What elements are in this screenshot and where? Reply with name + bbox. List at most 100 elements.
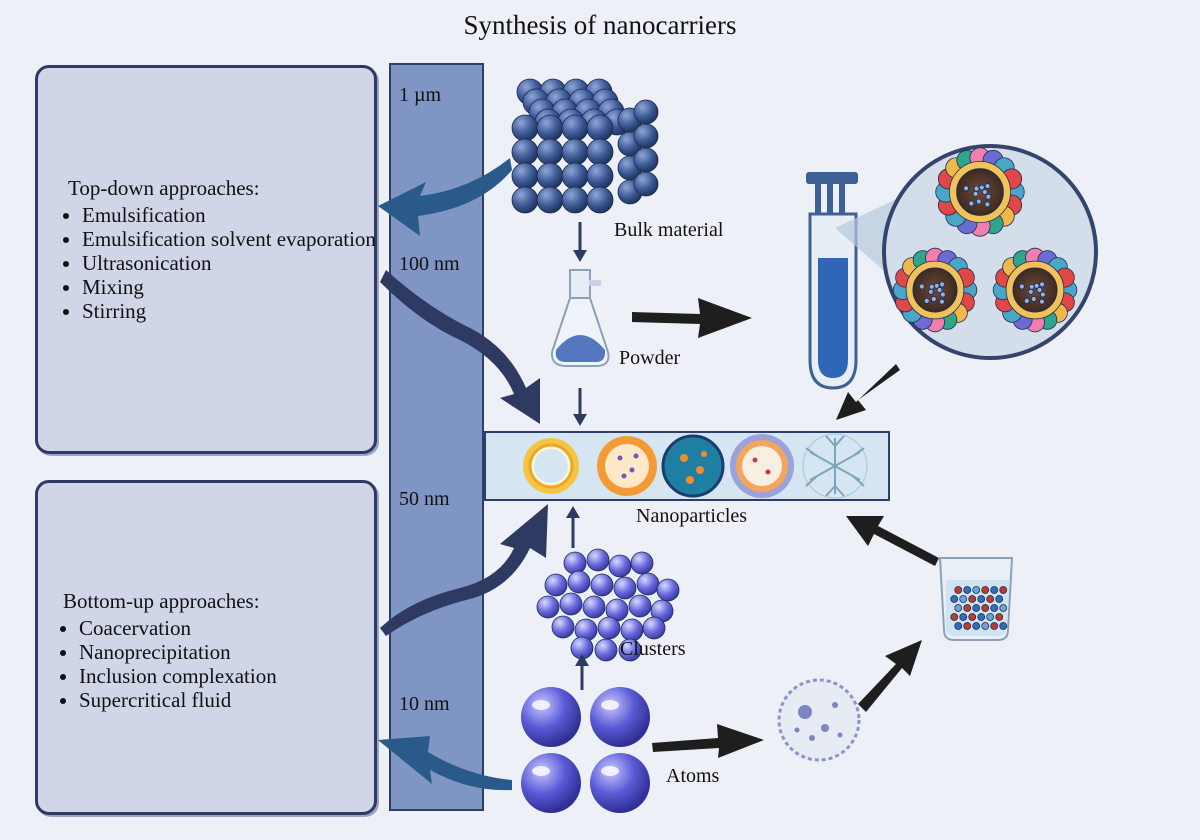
- payload-dot: [933, 282, 940, 289]
- cluster-sphere: [613, 576, 637, 600]
- cluster-sphere: [618, 638, 642, 662]
- cluster-sphere: [536, 595, 560, 619]
- payload-dot: [968, 200, 975, 207]
- cluster-sphere: [642, 616, 666, 640]
- payload-dot: [1023, 297, 1030, 304]
- arrow-bottom-up-to-nanoparticles: [380, 504, 548, 636]
- payload-dot: [975, 198, 982, 205]
- scale-tick-1um: 1 µm: [399, 84, 442, 106]
- payload-dot: [923, 297, 930, 304]
- molecule-dot: [963, 622, 972, 630]
- payload-dot: [927, 288, 934, 295]
- cluster-sphere: [563, 551, 587, 575]
- molecule-dot: [981, 586, 990, 594]
- payload-dot: [981, 189, 988, 195]
- label-bulk-material: Bulk material: [614, 219, 724, 241]
- cluster-sphere: [567, 570, 591, 594]
- molecule-dot: [950, 595, 959, 603]
- arrow-powder-to-nanoparticles: [573, 388, 587, 426]
- test-tube-icon: [806, 172, 858, 390]
- nanoparticle-micelle-icon: [597, 436, 657, 496]
- list-item: Nanoprecipitation: [79, 641, 389, 663]
- bulk-sphere: [536, 138, 564, 166]
- molecule-dot: [999, 622, 1008, 630]
- arrow-zoom-to-nanoparticles: [836, 364, 900, 420]
- bulk-sphere: [633, 147, 659, 173]
- dispersed-particle-icon: [777, 678, 861, 762]
- arrow-powder-to-tube: [632, 298, 752, 338]
- drug-core: [956, 168, 1004, 216]
- arrow-atoms-to-bottom-up: [378, 736, 512, 791]
- payload-dot: [963, 185, 969, 192]
- nanoparticle-liposome-icon: [523, 438, 579, 494]
- cluster-sphere: [544, 573, 568, 597]
- molecule-dot: [986, 613, 995, 621]
- molecule-dot: [950, 613, 959, 621]
- molecule-dot: [972, 604, 981, 612]
- beaker-icon: [938, 557, 1014, 641]
- arrow-beaker-to-nanoparticles: [846, 516, 939, 566]
- molecule-dot: [990, 586, 999, 594]
- nanoparticle-dendrimer-icon: [802, 433, 868, 499]
- payload-dot: [1033, 282, 1040, 289]
- bottom-up-heading: Bottom-up approaches:: [63, 589, 260, 613]
- payload-dot: [985, 193, 992, 200]
- molecule-dot: [972, 622, 981, 630]
- cluster-sphere: [559, 592, 583, 616]
- payload-dot: [918, 283, 925, 290]
- bottom-up-box: Bottom-up approaches: Coacervation Nanop…: [35, 480, 377, 815]
- bulk-sphere: [586, 138, 614, 166]
- arrow-clusters-to-nanoparticles: [566, 506, 580, 548]
- molecule-dot: [986, 595, 995, 603]
- molecule-dot: [990, 604, 999, 612]
- list-item: Stirring: [82, 300, 382, 322]
- molecule-dot: [972, 586, 981, 594]
- bulk-sphere: [511, 114, 539, 142]
- payload-dot: [928, 283, 935, 290]
- list-item: Mixing: [82, 276, 382, 298]
- magnified-view: [835, 144, 1098, 360]
- bulk-sphere: [561, 162, 589, 190]
- cluster-sphere: [630, 551, 654, 575]
- bulk-sphere: [633, 171, 659, 197]
- payload-dot: [939, 298, 945, 305]
- payload-dot: [1036, 287, 1043, 293]
- payload-dot: [1039, 291, 1046, 298]
- drug-core: [912, 267, 958, 313]
- bulk-sphere: [561, 186, 589, 214]
- cluster-sphere: [608, 554, 632, 578]
- list-item: Inclusion complexation: [79, 665, 389, 687]
- list-item: Emulsification: [82, 204, 382, 226]
- payload-dot: [984, 183, 991, 189]
- clusters-icon: [536, 548, 680, 662]
- payload-dot: [984, 201, 991, 208]
- bulk-sphere: [633, 99, 659, 125]
- molecule-dot: [963, 586, 972, 594]
- bulk-sphere: [586, 186, 614, 214]
- cluster-sphere: [656, 578, 680, 602]
- molecule-dot: [954, 604, 963, 612]
- bottom-up-list: Coacervation Nanoprecipitation Inclusion…: [43, 617, 389, 713]
- cluster-sphere: [586, 548, 610, 572]
- molecule-dot: [999, 586, 1008, 594]
- list-item: Coacervation: [79, 617, 389, 639]
- payload-dot: [1039, 298, 1045, 305]
- cluster-sphere: [628, 594, 652, 618]
- bulk-sphere: [536, 114, 564, 142]
- molecule-dot: [977, 613, 986, 621]
- bulk-sphere: [536, 162, 564, 190]
- arrow-bulk-to-powder: [573, 222, 587, 262]
- list-item: Emulsification solvent evaporation: [82, 228, 382, 250]
- molecule-dot: [968, 595, 977, 603]
- molecule-dot: [977, 595, 986, 603]
- top-down-heading: Top-down approaches:: [68, 176, 260, 200]
- payload-dot: [939, 281, 946, 288]
- drug-core: [1012, 267, 1058, 313]
- molecule-dot: [981, 604, 990, 612]
- payload-dot: [973, 185, 980, 192]
- bulk-sphere: [511, 186, 539, 214]
- molecule-dot: [968, 613, 977, 621]
- powder-flask-icon: [550, 269, 610, 367]
- molecule-dot: [954, 622, 963, 630]
